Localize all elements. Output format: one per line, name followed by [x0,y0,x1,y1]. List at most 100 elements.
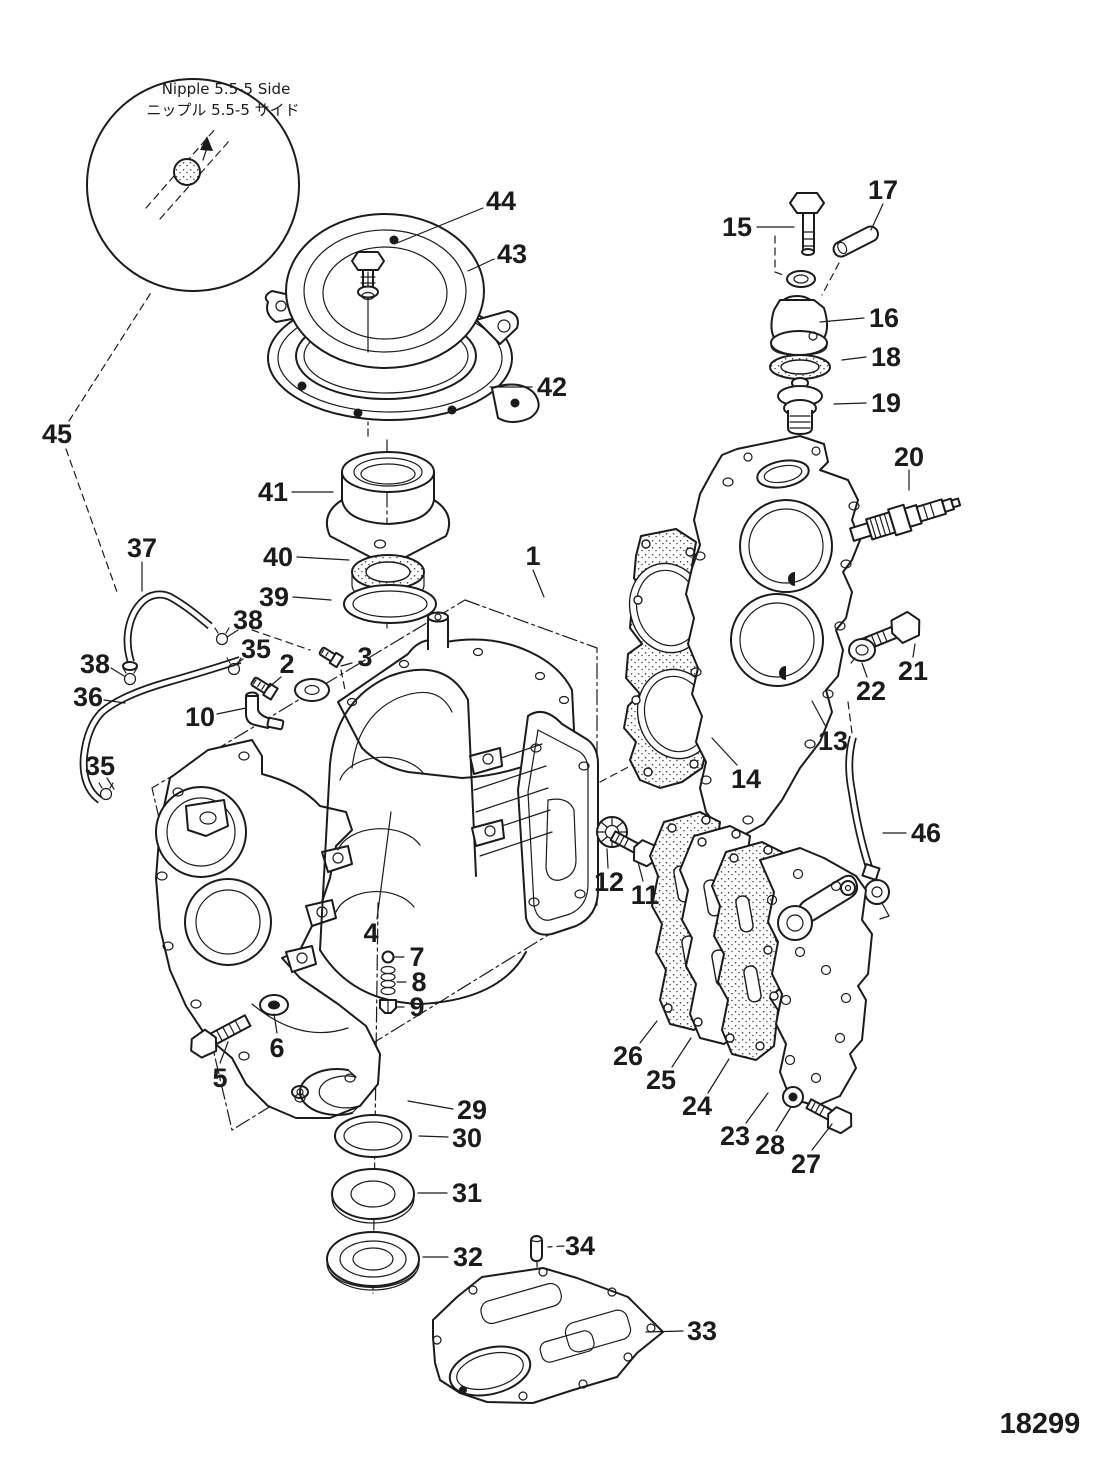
part-9-plug-screw [379,999,397,1014]
callout-15: 15 [722,212,752,242]
callout-leader-6 [273,1013,278,1034]
callout-leader-44 [396,207,484,244]
part-5-bolt [190,1014,252,1059]
callout-9: 9 [409,992,424,1022]
part-22-washer [848,638,876,664]
callout-leader-45 [65,448,118,593]
callout-32: 32 [453,1242,483,1272]
callout-leader-38 [110,667,125,677]
callout-19: 19 [871,388,901,418]
part-2-fitting [250,676,279,701]
callout-26: 26 [613,1041,643,1071]
callout-leader-2 [266,676,282,690]
callout-leader-34 [547,1245,565,1248]
callout-30: 30 [452,1123,482,1153]
detail-inset: Nipple 5.5-5 Side ニップル 5.5-5 サイド [86,78,300,292]
part-28-washer [782,1086,804,1108]
callout-leader-36 [103,699,126,704]
callout-leader-3 [340,662,353,667]
callout-24: 24 [682,1091,712,1121]
callout-leader-15 [774,235,787,277]
part-31-washer [331,1168,415,1224]
part-46-ground-cable [845,735,890,920]
callout-leader-1 [532,569,545,598]
callout-25: 25 [646,1065,676,1095]
part-15-bolt [786,192,825,288]
callout-17: 17 [868,175,898,205]
part-23-exhaust-cover [759,847,873,1107]
callout-3: 3 [357,642,372,672]
callout-leader-27 [811,1123,833,1151]
callout-leader-26 [639,1020,658,1044]
callout-42: 42 [537,372,567,402]
drawing-number: 18299 [1000,1408,1081,1440]
part-30-ring [334,1114,412,1158]
part-16-thermostat-cover [770,295,828,356]
callout-leader-10 [216,707,247,715]
callout-37: 37 [127,533,157,563]
part-6-washer [259,994,289,1016]
part-7-ball [381,950,395,964]
callout-12: 12 [594,867,624,897]
callout-41: 41 [258,477,288,507]
callout-leader-11 [637,861,644,882]
callout-23: 23 [720,1121,750,1151]
callout-35: 35 [85,751,115,781]
callout-leader-33 [645,1330,684,1333]
callout-leader-16 [819,317,865,323]
callout-leader-35 [232,658,244,667]
callout-14: 14 [731,764,761,794]
inset-label-jp: ニップル 5.5-5 サイド [146,101,299,119]
callout-leader-18 [841,356,867,361]
callout-leader-40 [296,556,350,561]
part-17-pin [832,225,879,258]
part-34-dowel-pin [530,1235,543,1262]
callout-leader-23 [745,1092,769,1124]
callout-4: 4 [363,918,378,948]
callout-leader-39 [292,596,332,601]
callout-leader-24 [707,1058,730,1094]
callout-leader-45 [68,290,153,422]
callout-22: 22 [856,676,886,706]
part-29-retaining-ring [299,1067,360,1116]
callout-leader-17 [870,203,884,231]
part-13-cylinder-head [685,435,861,837]
inset-clamp [173,158,201,186]
callout-leader-29 [407,1100,454,1110]
part-33-base-gasket [432,1267,664,1404]
callout-leader-5 [219,1041,229,1064]
part-32-oil-seal [326,1231,420,1291]
part-37-hose [122,590,213,671]
callout-leader-30 [418,1135,449,1138]
callout-leader-22 [861,662,868,678]
callout-21: 21 [898,656,928,686]
callout-20: 20 [894,442,924,472]
part-39-o-ring [343,584,437,624]
callout-44: 44 [486,186,516,216]
callout-29: 29 [457,1095,487,1125]
callout-leader-35 [106,777,115,790]
callout-leader-14 [711,737,738,766]
callout-leader-13 [811,700,827,728]
part-35-clamp-lower [98,782,114,801]
callout-1: 1 [525,541,540,571]
callout-2: 2 [279,649,294,679]
callout-40: 40 [263,542,293,572]
callout-leader-25 [671,1037,692,1068]
callout-7: 7 [409,942,424,972]
callout-leader-21 [912,643,916,658]
callout-31: 31 [452,1178,482,1208]
callout-33: 33 [687,1316,717,1346]
part-19-thermostat [777,377,823,435]
part-27-bolt [805,1098,853,1135]
part-38-clamp-lower [122,667,138,686]
part-20-spark-plug [849,497,962,542]
callout-leader-12 [606,848,609,869]
callout-leader-43 [467,258,495,272]
inset-label-en: Nipple 5.5-5 Side [162,80,291,98]
callout-38: 38 [233,605,263,635]
part-36-hose [79,656,242,804]
callout-8: 8 [411,967,426,997]
